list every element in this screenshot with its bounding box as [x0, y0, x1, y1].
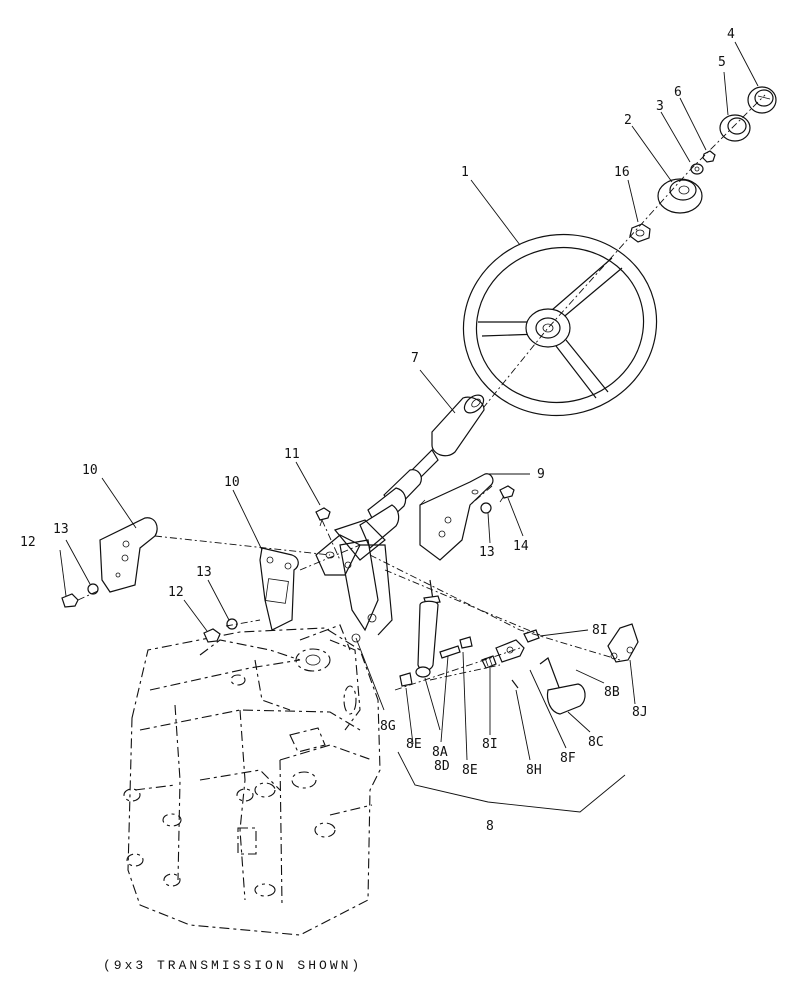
pedal-8C [539, 657, 586, 715]
callout-8A: 8A [432, 745, 448, 760]
callout-labels: 1 2 3 6 5 4 16 7 9 11 10 10 12 13 12 13 … [20, 27, 735, 834]
spring-8I-upper [523, 629, 540, 643]
callout-8I-upper: 8I [592, 623, 608, 638]
callout-7: 7 [411, 351, 419, 366]
callout-1: 1 [461, 165, 469, 180]
washer-13-left [87, 583, 99, 595]
assembly-line-3 [394, 647, 521, 691]
callout-6: 6 [674, 85, 682, 100]
horn-button-cap [747, 86, 777, 114]
assembly-line-9 [225, 619, 261, 627]
washer-13-middle [226, 618, 238, 630]
callout-8C: 8C [588, 735, 604, 750]
callout-8H: 8H [526, 763, 542, 778]
assembly-line-7 [77, 589, 101, 601]
column-boot [431, 394, 485, 457]
pin-8D [439, 645, 461, 659]
bolt-12-middle [203, 628, 221, 643]
assembly-bracket-8 [397, 751, 626, 813]
bolt-11 [315, 507, 331, 527]
plate-10-middle [259, 547, 299, 631]
horn-cup [657, 178, 703, 214]
pin-8E-right [459, 636, 473, 649]
callout-12-left: 12 [20, 535, 36, 550]
diagram-caption: (9x3 TRANSMISSION SHOWN) [103, 958, 363, 973]
assembly-line-4 [429, 664, 501, 681]
assembly-line-6 [154, 535, 331, 556]
callout-8F: 8F [560, 751, 576, 766]
small-nut [702, 150, 716, 163]
callout-8E-right: 8E [462, 763, 478, 778]
callout-10-left: 10 [82, 463, 98, 478]
callout-8D: 8D [434, 759, 450, 774]
pin-8E-left [399, 672, 413, 687]
steering-wheel [462, 233, 658, 417]
mounting-bracket-9 [419, 473, 494, 561]
callout-8B: 8B [604, 685, 620, 700]
callout-8J: 8J [632, 705, 648, 720]
callout-13-right: 13 [479, 545, 495, 560]
assembly-line-1 [369, 554, 621, 661]
assembly-line-2 [384, 569, 541, 636]
bolt-14 [499, 485, 515, 503]
horn-button-ring [719, 114, 751, 142]
steering-axis-line [444, 94, 766, 456]
steering-column [315, 449, 439, 643]
callout-10-middle: 10 [224, 475, 240, 490]
spring-8I [481, 655, 497, 669]
callout-9: 9 [537, 467, 545, 482]
callout-13-left: 13 [53, 522, 69, 537]
clip-8J [607, 623, 639, 663]
callout-5: 5 [718, 55, 726, 70]
callout-12-middle: 12 [168, 585, 184, 600]
callout-14: 14 [513, 539, 529, 554]
callout-2: 2 [624, 113, 632, 128]
callout-8E-left: 8E [406, 737, 422, 752]
roll-pin-8H [511, 679, 519, 689]
transmission-housing [123, 624, 381, 936]
callout-11: 11 [284, 447, 300, 462]
callout-4: 4 [727, 27, 735, 42]
callout-8I-lower: 8I [482, 737, 498, 752]
assembly-line-10 [321, 519, 341, 561]
callout-3: 3 [656, 99, 664, 114]
assembly-line-8 [299, 544, 361, 571]
washer-13-right [480, 502, 492, 514]
callout-16: 16 [614, 165, 630, 180]
bracket-10-left [99, 517, 158, 593]
callout-8G: 8G [380, 719, 396, 734]
bolt-12-left [61, 593, 79, 608]
callout-8: 8 [486, 819, 494, 834]
leader-lines [59, 41, 759, 761]
gas-spring [415, 579, 441, 678]
callout-13-middle: 13 [196, 565, 212, 580]
washer [690, 163, 704, 175]
assembly-line-5 [469, 485, 493, 506]
